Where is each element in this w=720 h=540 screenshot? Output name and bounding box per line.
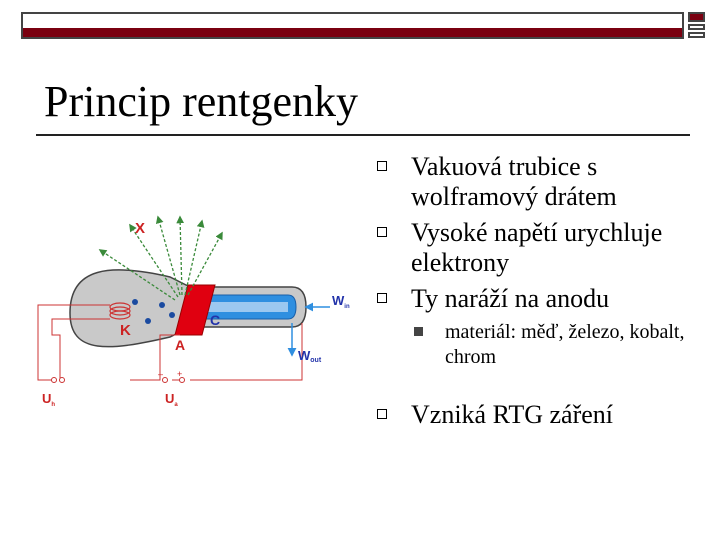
label-w-out: Wout	[298, 348, 322, 364]
hollow-square-bullet-icon	[377, 227, 387, 237]
spacer	[370, 370, 710, 400]
hollow-square-bullet-icon	[377, 293, 387, 303]
slide-title: Princip rentgenky	[44, 77, 359, 126]
header-decoration	[688, 12, 708, 42]
label-x: X	[135, 220, 145, 237]
sub-bullet-item: materiál: měď, železo, kobalt, chrom	[370, 320, 710, 370]
label-minus: –	[158, 369, 163, 379]
cathode-coil	[109, 302, 131, 320]
label-plus: +	[177, 369, 182, 379]
x-ray-arrows	[98, 215, 223, 301]
slide-header-bar	[21, 12, 684, 39]
decor-square-1	[688, 12, 705, 22]
anode	[174, 284, 216, 336]
label-k: K	[120, 322, 131, 339]
header-stripe	[23, 28, 682, 37]
electrons	[132, 299, 175, 324]
hollow-square-bullet-icon	[377, 409, 387, 419]
title-divider	[36, 134, 690, 136]
bullet-item: Vakuová trubice s wolframový drátem	[370, 152, 710, 212]
label-uh: Uh	[42, 391, 55, 408]
terminals	[51, 377, 185, 383]
bullet-text: Vzniká RTG záření	[411, 400, 614, 429]
label-ua: Ua	[165, 391, 178, 408]
cooling-core	[208, 302, 288, 312]
bullet-list: Vakuová trubice s wolframový drátem Vyso…	[370, 152, 710, 436]
filled-square-bullet-icon	[414, 327, 423, 336]
x-ray-tube-diagram: X K A C Win Wout Uh Ua – +	[37, 215, 350, 408]
bullet-text: Vakuová trubice s wolframový drátem	[411, 152, 617, 211]
bullet-text: Vysoké napětí urychluje elektrony	[411, 218, 663, 277]
label-c: C	[210, 312, 220, 328]
label-a: A	[175, 337, 185, 353]
decor-square-2	[688, 24, 705, 30]
bullet-item: Vysoké napětí urychluje elektrony	[370, 218, 710, 278]
hollow-square-bullet-icon	[377, 161, 387, 171]
decor-square-3	[688, 32, 705, 38]
bullet-item: Vzniká RTG záření	[370, 400, 710, 430]
bullet-item: Ty naráží na anodu	[370, 284, 710, 314]
bullet-text: Ty naráží na anodu	[411, 284, 610, 313]
sub-bullet-text: materiál: měď, železo, kobalt, chrom	[445, 321, 685, 368]
circuit-wires	[37, 304, 303, 381]
label-w-in: Win	[332, 293, 350, 310]
